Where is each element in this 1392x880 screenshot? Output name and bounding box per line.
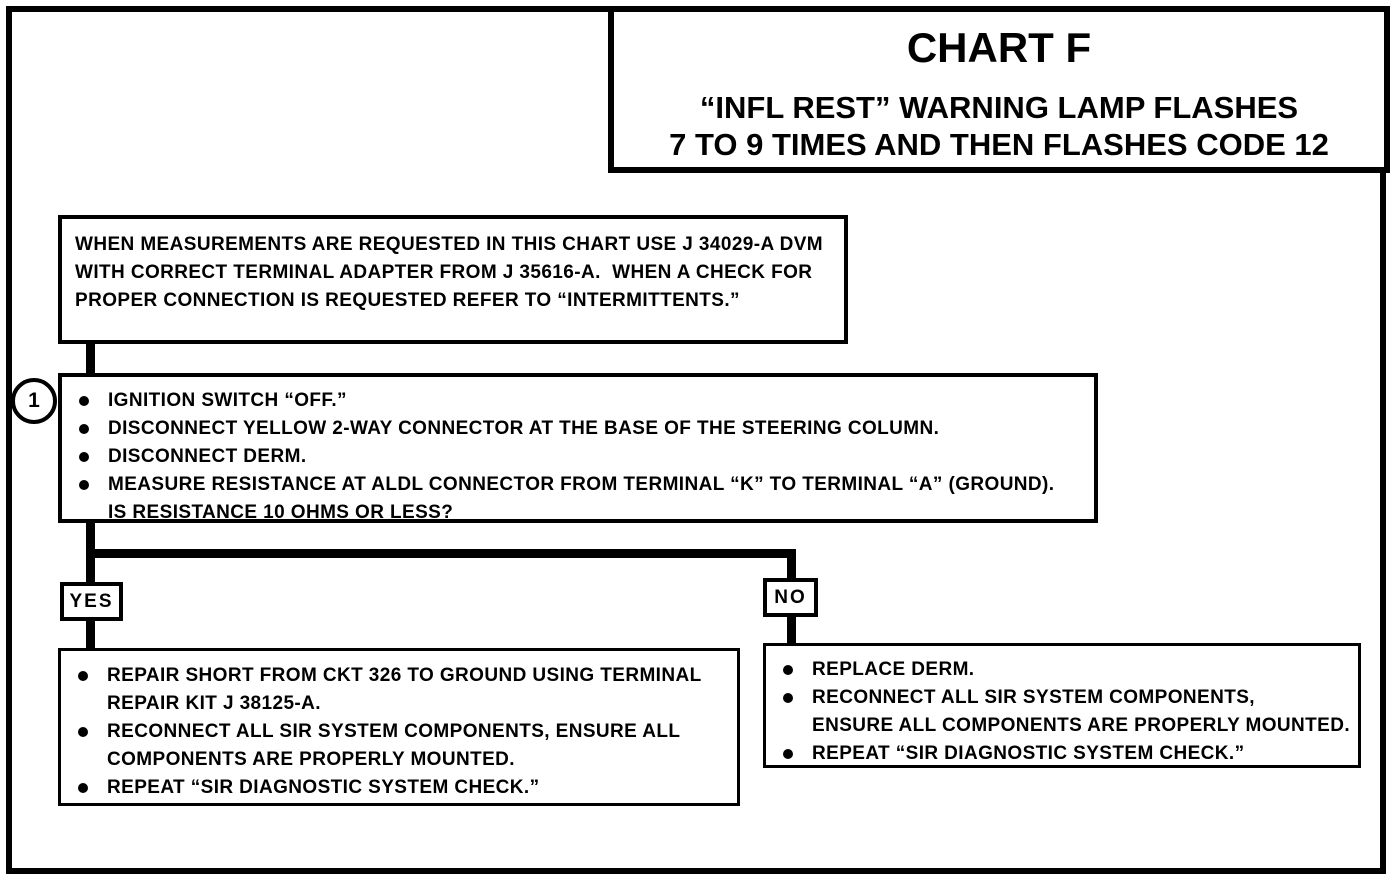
no-result-bullet-item: REPEAT “SIR DIAGNOSTIC SYSTEM CHECK.”: [766, 740, 1358, 768]
bullet-icon: [783, 665, 793, 675]
bullet-text: DISCONNECT DERM.: [108, 446, 307, 467]
bullet-icon: [783, 749, 793, 759]
bullet-icon: [79, 480, 89, 490]
connector-note-to-step: [86, 341, 95, 376]
bullet-icon: [78, 727, 88, 737]
bullet-icon: [79, 452, 89, 462]
bullet-icon: [783, 693, 793, 703]
note-line: WHEN MEASUREMENTS ARE REQUESTED IN THIS …: [75, 234, 823, 255]
bullet-icon: [78, 671, 88, 681]
chart-subtitle-line-2: 7 TO 9 TIMES AND THEN FLASHES CODE 12: [669, 127, 1329, 162]
no-result-box: REPLACE DERM. RECONNECT ALL SIR SYSTEM C…: [763, 643, 1361, 768]
step-bullet-item: DISCONNECT DERM.: [62, 443, 1094, 471]
connector-branch-drop-no: [787, 551, 796, 579]
connector-no-to-result: [787, 615, 796, 644]
note-line: WITH CORRECT TERMINAL ADAPTER FROM J 356…: [75, 262, 813, 283]
step-number-badge: 1: [11, 378, 57, 424]
step-box: IGNITION SWITCH “OFF.” DISCONNECT YELLOW…: [58, 373, 1098, 523]
yes-result-box: REPAIR SHORT FROM CKT 326 TO GROUND USIN…: [58, 648, 740, 806]
chart-subtitle-line-1: “INFL REST” WARNING LAMP FLASHES: [699, 90, 1299, 125]
bullet-text: REPEAT “SIR DIAGNOSTIC SYSTEM CHECK.”: [107, 777, 540, 798]
bullet-text: REPAIR SHORT FROM CKT 326 TO GROUND USIN…: [107, 665, 702, 714]
bullet-text: RECONNECT ALL SIR SYSTEM COMPONENTS, ENS…: [107, 721, 681, 770]
step-bullet-item: MEASURE RESISTANCE AT ALDL CONNECTOR FRO…: [62, 471, 1094, 527]
no-label-box: NO: [763, 578, 818, 617]
note-line: PROPER CONNECTION IS REQUESTED REFER TO …: [75, 290, 740, 311]
connector-yes-to-result: [86, 619, 95, 649]
no-result-bullet-item: REPLACE DERM.: [766, 656, 1358, 684]
bullet-icon: [78, 783, 88, 793]
yes-result-bullet-item: REPAIR SHORT FROM CKT 326 TO GROUND USIN…: [61, 662, 737, 718]
chart-title: CHART F: [906, 24, 1092, 71]
bullet-icon: [79, 424, 89, 434]
step-bullet-item: DISCONNECT YELLOW 2-WAY CONNECTOR AT THE…: [62, 415, 1094, 443]
note-box: WHEN MEASUREMENTS ARE REQUESTED IN THIS …: [58, 215, 848, 344]
bullet-text: MEASURE RESISTANCE AT ALDL CONNECTOR FRO…: [108, 474, 1055, 523]
title-box: CHART F “INFL REST” WARNING LAMP FLASHES…: [608, 6, 1390, 173]
bullet-text: RECONNECT ALL SIR SYSTEM COMPONENTS, ENS…: [812, 687, 1351, 736]
connector-branch-horizontal: [86, 549, 796, 558]
bullet-icon: [79, 396, 89, 406]
yes-result-bullet-item: REPEAT “SIR DIAGNOSTIC SYSTEM CHECK.”: [61, 774, 737, 802]
bullet-text: REPEAT “SIR DIAGNOSTIC SYSTEM CHECK.”: [812, 743, 1245, 764]
no-result-bullet-item: RECONNECT ALL SIR SYSTEM COMPONENTS, ENS…: [766, 684, 1358, 740]
bullet-text: REPLACE DERM.: [812, 659, 975, 680]
bullet-text: IGNITION SWITCH “OFF.”: [108, 390, 347, 411]
yes-label-box: YES: [60, 582, 123, 621]
step-bullet-item: IGNITION SWITCH “OFF.”: [62, 387, 1094, 415]
yes-result-bullet-item: RECONNECT ALL SIR SYSTEM COMPONENTS, ENS…: [61, 718, 737, 774]
bullet-text: DISCONNECT YELLOW 2-WAY CONNECTOR AT THE…: [108, 418, 940, 439]
